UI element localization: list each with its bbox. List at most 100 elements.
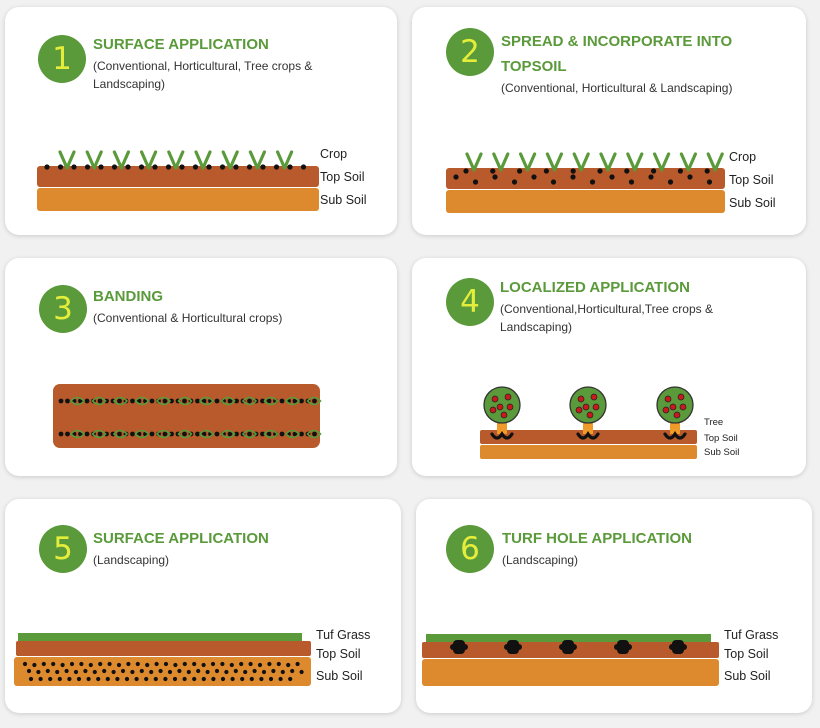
- fertilizer-granule: [182, 398, 187, 404]
- fertilizer-granule: [299, 398, 304, 404]
- fertilizer-granule: [211, 676, 216, 682]
- fertilizer-granule: [220, 676, 226, 682]
- fertilizer-granule: [58, 398, 64, 404]
- fertilizer-granule: [233, 668, 238, 674]
- fertilizer-granule: [182, 661, 187, 667]
- sub-soil-layer: [446, 190, 725, 213]
- fertilizer-granule: [229, 662, 234, 668]
- band-leaf: [91, 396, 107, 406]
- band-leaf: [91, 429, 107, 439]
- fertilizer-granule: [492, 174, 498, 180]
- fertilizer-granule: [57, 676, 62, 682]
- fertilizer-granule: [259, 676, 264, 682]
- tree-fruit: [669, 403, 677, 411]
- fertilizer-granule: [266, 398, 272, 404]
- crop-sprout: [194, 150, 212, 170]
- crop-sprout: [140, 150, 158, 170]
- fertilizer-granule: [86, 676, 91, 682]
- label-top-soil: Top Soil: [704, 433, 738, 444]
- band-leaf: [306, 429, 322, 439]
- card-turf-hole-application: 6 TURF HOLE APPLICATION (Landscaping) Tu…: [416, 499, 812, 713]
- fertilizer-granule: [169, 398, 174, 404]
- fertilizer-granule: [102, 668, 107, 674]
- card-subtitle: (Conventional, Horticultural, Tree crops…: [93, 59, 313, 91]
- fertilizer-granule: [111, 669, 116, 675]
- fertilizer-granule: [243, 669, 248, 675]
- tree-row: [483, 386, 694, 440]
- fertilizer-granule: [278, 676, 283, 682]
- tree: [483, 386, 521, 440]
- fertilizer-granule: [267, 661, 272, 667]
- band-leaf: [198, 396, 215, 406]
- fertilizer-granule: [88, 662, 93, 668]
- crop-sprout: [465, 152, 483, 172]
- fertilizer-granule: [111, 164, 118, 170]
- fertilizer-granule: [135, 661, 140, 667]
- fertilizer-granule: [286, 662, 291, 668]
- fertilizer-granule: [667, 179, 674, 185]
- label-top-soil: Top Soil: [316, 647, 360, 661]
- step-number-badge: 3: [39, 285, 87, 333]
- fertilizer-granule: [280, 669, 285, 675]
- fertilizer-granule: [38, 676, 43, 682]
- fertilizer-granule: [260, 398, 265, 404]
- fertilizer-granule: [130, 669, 135, 675]
- fertilizer-granule: [300, 164, 307, 170]
- fertilizer-granule: [279, 398, 285, 404]
- fertilizer-granule: [145, 662, 150, 668]
- crop-sprout: [167, 150, 185, 170]
- card-title: SPREAD & INCORPORATE INTO TOPSOIL: [501, 33, 733, 75]
- fertilizer-granule: [45, 668, 50, 674]
- tree: [569, 386, 607, 440]
- fertilizer-granule: [472, 179, 479, 185]
- fertilizer-granule: [687, 174, 693, 180]
- crop-sprout: [58, 150, 76, 170]
- fertilizer-granule: [246, 164, 253, 170]
- fertilizer-granules: [44, 164, 307, 170]
- crop-sprout: [679, 152, 697, 172]
- tree-fruit: [673, 411, 681, 419]
- fertilizer-granule: [669, 644, 675, 650]
- band-leaf: [177, 429, 193, 439]
- fertilizer-granule: [105, 676, 110, 682]
- fertilizer-granule: [260, 164, 266, 170]
- fertilizer-granule: [624, 168, 630, 174]
- tree-trunk: [583, 421, 593, 434]
- band-leaf: [155, 396, 172, 406]
- band-leaf: [177, 396, 193, 406]
- crop-sprout: [653, 152, 671, 172]
- fertilizer-granule: [65, 431, 70, 437]
- label-sub-soil: Sub Soil: [704, 447, 739, 458]
- fertilizer-granule: [648, 174, 654, 180]
- fertilizer-granule: [163, 676, 168, 682]
- turf-hole-illustration: Tuf Grass Top Soil Sub Soil: [422, 628, 778, 686]
- fertilizer-granule: [97, 398, 103, 404]
- fertilizer-granule: [312, 398, 317, 404]
- fertilizer-granule: [83, 668, 88, 674]
- hole-fertilizer-plug: [562, 640, 574, 654]
- band-leaf: [198, 429, 215, 439]
- tree-fruit: [590, 393, 598, 401]
- top-soil-layer: [446, 168, 725, 189]
- hole-fertilizer-plug: [672, 640, 684, 654]
- card-subtitle: (Conventional,Horticultural,Tree crops &…: [500, 302, 713, 334]
- fertilizer-granule: [201, 662, 206, 668]
- card-title: TURF HOLE APPLICATION: [502, 530, 692, 547]
- sub-soil-layer: [480, 445, 697, 459]
- band-leaf: [220, 396, 236, 406]
- fertilizer-granule: [248, 661, 253, 667]
- fertilizer-granule: [65, 398, 70, 404]
- band-leaf: [134, 396, 150, 406]
- card-spread-incorporate: 2 SPREAD & INCORPORATE INTO TOPSOIL (Con…: [412, 7, 806, 235]
- turf-grass-layer: [426, 634, 711, 642]
- fertilizer-granule: [195, 431, 200, 437]
- band-leaf: [306, 396, 322, 406]
- fertilizer-granule: [288, 676, 293, 682]
- fertilizer-granule: [51, 661, 56, 667]
- card-banding: 3 BANDING (Conventional & Horticultural …: [5, 258, 397, 476]
- fertilizer-granule: [220, 661, 225, 667]
- hole-fertilizer-plug: [507, 640, 519, 654]
- fertilizer-granule: [227, 431, 233, 437]
- fertilizer-granule: [677, 168, 683, 174]
- step-number-badge: 4: [446, 278, 494, 326]
